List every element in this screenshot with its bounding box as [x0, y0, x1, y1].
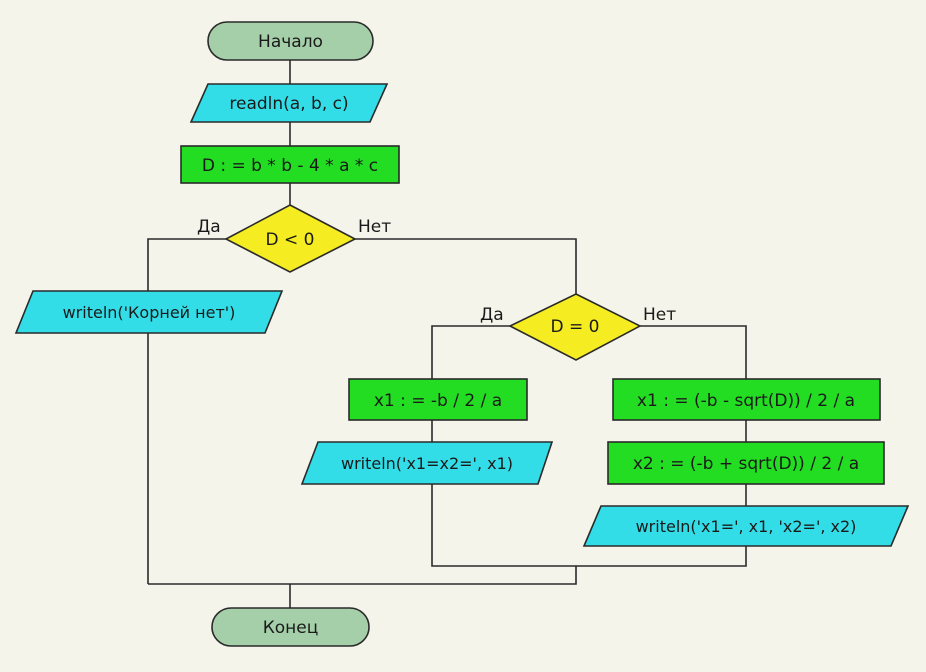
single-root-output-shape: [300, 441, 554, 485]
single-root-output-label: writeln('x1=x2=', x1): [341, 454, 513, 473]
no-roots-output-shape: [14, 290, 284, 334]
cond2-label: D = 0: [551, 317, 600, 337]
start-terminal: Начало: [207, 21, 374, 61]
end-shape: [211, 607, 370, 647]
root2-calc-shape: [607, 441, 885, 485]
single-root-output-block: writeln('x1=x2=', x1): [300, 441, 554, 485]
single-root-calc-label: x1 : = -b / 2 / a: [374, 391, 502, 411]
discriminant-shape: [180, 145, 400, 184]
input-shape: [189, 83, 389, 123]
connector-single-output-down: [431, 484, 576, 567]
root1-calc-label: x1 : = (-b - sqrt(D)) / 2 / a: [637, 391, 855, 411]
end-terminal: Конец: [211, 607, 370, 647]
root1-calc-block: x1 : = (-b - sqrt(D)) / 2 / a: [612, 378, 881, 421]
connector-two-roots-down: [576, 546, 747, 567]
cond2-shape: [508, 293, 642, 361]
two-roots-output-label: writeln('x1=', x1, 'x2=', x2): [636, 517, 857, 536]
connector-cond2-yes: [431, 325, 510, 379]
cond1-no-label: Нет: [358, 217, 391, 237]
start-shape: [207, 21, 374, 61]
connector-cond2-no: [640, 325, 747, 379]
discriminant-block: D : = b * b - 4 * a * c: [180, 145, 400, 184]
cond2-no-label: Нет: [643, 305, 676, 325]
no-roots-output-block: writeln('Корней нет'): [14, 290, 284, 334]
cond2-decision: D = 0 Да Нет: [480, 293, 676, 361]
single-root-calc-shape: [348, 378, 528, 421]
connector-merge: [148, 566, 577, 585]
start-label: Начало: [258, 32, 323, 52]
single-root-calc-block: x1 : = -b / 2 / a: [348, 378, 528, 421]
two-roots-output-block: writeln('x1=', x1, 'x2=', x2): [582, 505, 910, 547]
end-label: Конец: [263, 618, 319, 638]
connector-lines: [147, 60, 747, 608]
discriminant-label: D : = b * b - 4 * a * c: [202, 156, 378, 176]
cond1-label: D < 0: [266, 230, 315, 250]
cond1-decision: D < 0 Да Нет: [197, 204, 391, 273]
root1-calc-shape: [612, 378, 881, 421]
root2-calc-block: x2 : = (-b + sqrt(D)) / 2 / a: [607, 441, 885, 485]
connector-cond1-yes: [147, 238, 226, 291]
input-label: readln(a, b, c): [229, 94, 348, 114]
root2-calc-label: x2 : = (-b + sqrt(D)) / 2 / a: [633, 454, 859, 474]
connector-cond1-no: [355, 238, 577, 294]
cond2-yes-label: Да: [480, 305, 504, 325]
cond1-shape: [224, 204, 357, 273]
two-roots-output-shape: [582, 505, 910, 547]
no-roots-output-label: writeln('Корней нет'): [63, 303, 236, 322]
cond1-yes-label: Да: [197, 217, 221, 237]
input-block: readln(a, b, c): [189, 83, 389, 123]
